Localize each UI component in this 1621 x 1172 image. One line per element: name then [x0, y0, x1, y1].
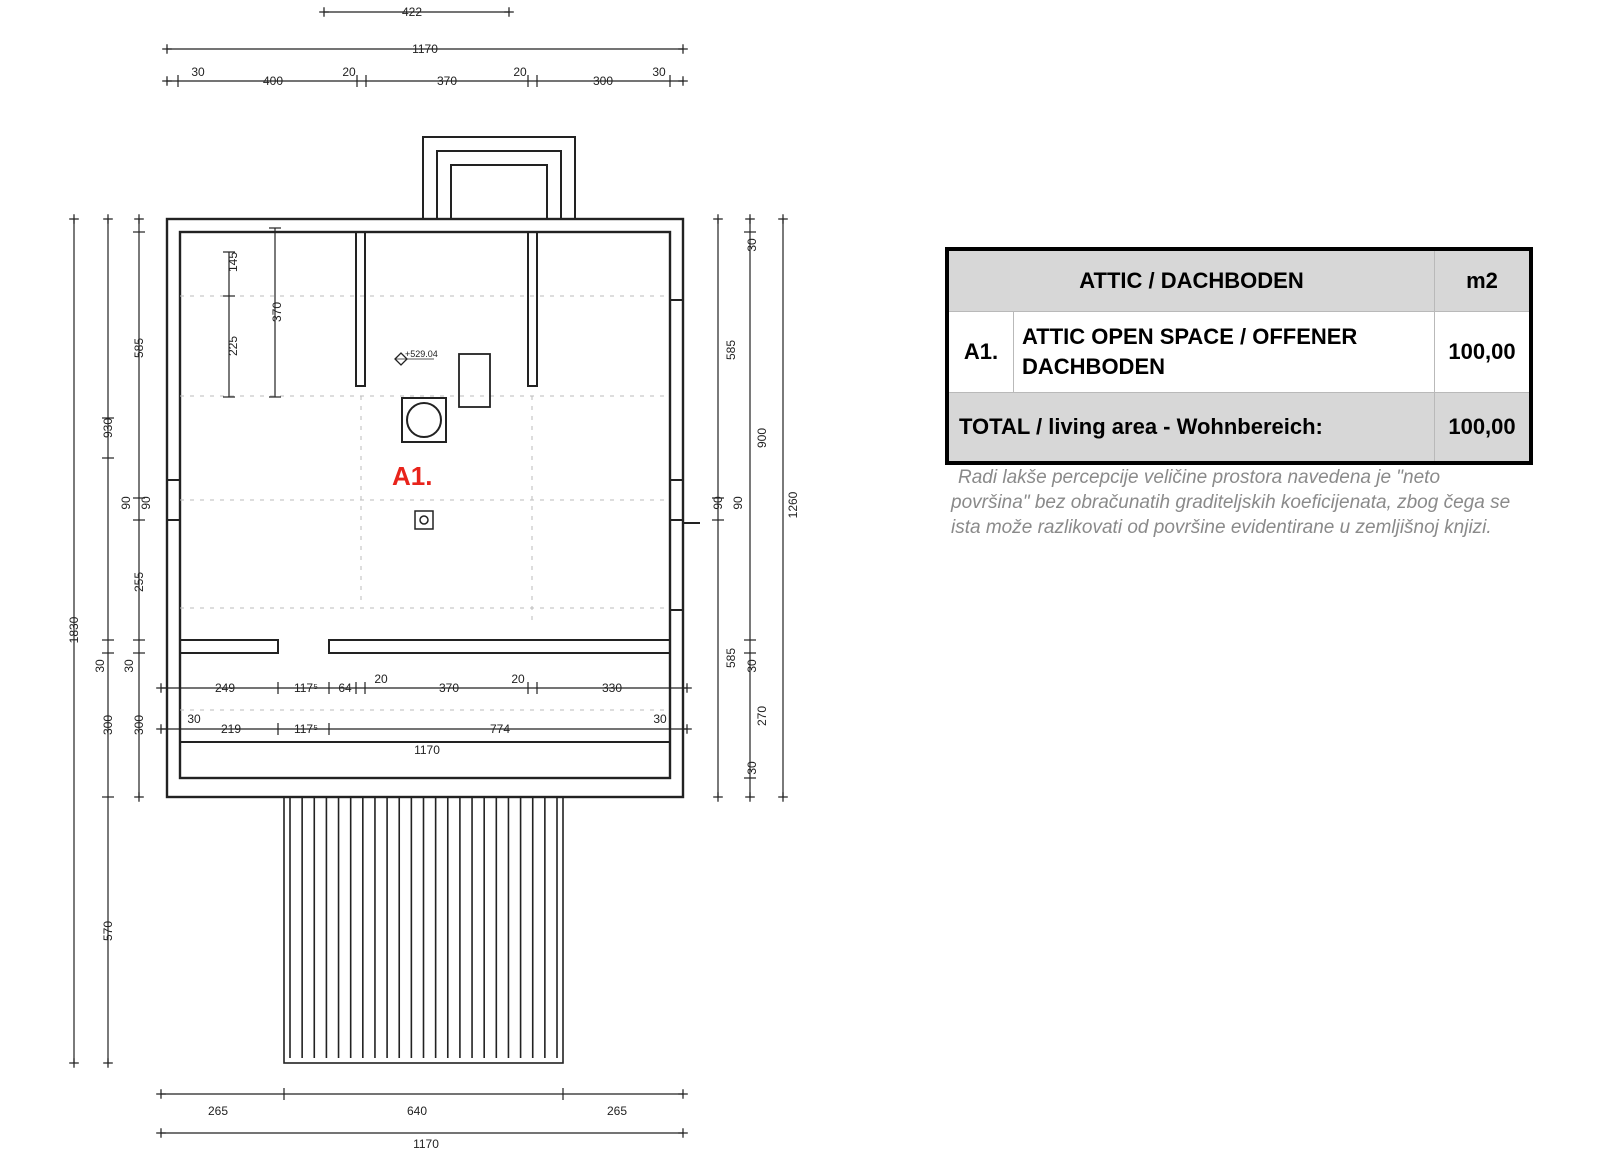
area-table-container: ATTIC / DACHBODEN m2 A1. ATTIC OPEN SPAC…: [945, 247, 1533, 465]
dim-bottom-overall: 1170: [413, 1137, 439, 1151]
dim-left-outer: 30: [93, 659, 107, 673]
dim-interior-row2: 30: [187, 712, 201, 726]
dim-left-outer: 930: [101, 418, 115, 438]
dim-left-outer: 570: [101, 921, 115, 941]
dimension-lines: [69, 7, 788, 1138]
area-table: ATTIC / DACHBODEN m2 A1. ATTIC OPEN SPAC…: [945, 247, 1533, 465]
dim-right-inner: 585: [724, 340, 738, 360]
total-row: TOTAL / living area - Wohnbereich: 100,0…: [946, 392, 1532, 464]
stove-symbol: [401, 397, 447, 443]
dim-top-seg: 300: [593, 74, 613, 88]
dim-interior-row2: 117⁵: [294, 722, 318, 736]
dim-room: 145: [226, 252, 240, 272]
area-table-header: ATTIC / DACHBODEN m2: [946, 248, 1532, 312]
dim-right-inner: 270: [755, 706, 769, 726]
dim-left-inner: 90: [139, 496, 153, 510]
dim-right-inner: 585: [724, 648, 738, 668]
dim-room: 370: [270, 302, 284, 322]
dim-top-seg: 20: [513, 65, 527, 79]
dim-interior-row2: 30: [653, 712, 667, 726]
dim-interior-row2: 219: [221, 722, 241, 736]
header-unit: m2: [1434, 248, 1532, 312]
dim-right-inner: 30: [745, 761, 759, 775]
dim-right-inner: 30: [745, 659, 759, 673]
chimney-shaft-symbol: [458, 353, 491, 408]
dim-top-overall: 1170: [412, 42, 438, 56]
dim-top-seg: 30: [652, 65, 666, 79]
chimney-outline: [422, 136, 576, 220]
dim-right-outer: 90: [731, 496, 745, 510]
dim-left-outer: 300: [101, 715, 115, 735]
dim-right-outer: 900: [755, 428, 769, 448]
total-label: TOTAL / living area - Wohnbereich:: [946, 392, 1435, 464]
dim-bottom-seg: 265: [208, 1104, 228, 1118]
dim-left-overall: 1830: [67, 616, 81, 643]
header-title: ATTIC / DACHBODEN: [946, 248, 1435, 312]
dim-chimney-width: 422: [402, 5, 422, 19]
dim-left-inner: 300: [132, 715, 146, 735]
dim-interior-row1: 20: [511, 672, 525, 686]
total-area: 100,00: [1434, 392, 1532, 464]
room-code: A1.: [946, 311, 1014, 393]
dim-left-inner: 30: [122, 659, 136, 673]
dim-right-overall: 1260: [786, 491, 800, 518]
dim-right-inner: 90: [711, 496, 725, 510]
dim-interior-row2: 774: [490, 722, 510, 736]
dim-left-inner: 585: [132, 338, 146, 358]
dim-bottom-seg: 265: [607, 1104, 627, 1118]
dim-left-outer: 255: [132, 572, 146, 592]
dim-interior-overall: 1170: [414, 743, 440, 757]
room-label-a1: A1.: [392, 461, 432, 491]
dimension-texts: 422 1170 30 400 20 370 20 300 30 1830 93…: [67, 5, 800, 1151]
outer-wall: [165, 217, 685, 799]
elevation-marker: +529.04: [394, 349, 438, 366]
table-row: A1. ATTIC OPEN SPACE / OFFENER DACHBODEN…: [946, 311, 1532, 393]
dim-right-inner: 30: [745, 238, 759, 252]
dim-interior-row1: 330: [602, 681, 622, 695]
dim-interior-row1: 64: [338, 681, 352, 695]
guide-lines: [180, 295, 670, 711]
dim-interior-row1: 370: [439, 681, 459, 695]
dim-room: 225: [226, 336, 240, 356]
dim-top-seg: 370: [437, 74, 457, 88]
dim-interior-row1: 117⁵: [294, 681, 318, 695]
interior-walls: [167, 232, 700, 743]
dimension-ticks: [102, 75, 756, 1100]
footnote: Radi lakše percepcije veličine prostora …: [951, 467, 1511, 538]
dim-left-outer: 90: [119, 496, 133, 510]
elevation-text: +529.04: [405, 349, 438, 359]
dim-top-seg: 400: [263, 74, 283, 88]
dim-bottom-seg: 640: [407, 1104, 427, 1118]
terrace-deck: [283, 796, 564, 1064]
dim-interior-row1: 20: [374, 672, 388, 686]
dim-interior-row1: 249: [215, 681, 235, 695]
room-area: 100,00: [1434, 311, 1532, 393]
vent-symbol: [414, 510, 434, 530]
attic-floor-plan: +529.04 A1.: [67, 5, 800, 1151]
dim-top-seg: 20: [342, 65, 356, 79]
room-name: ATTIC OPEN SPACE / OFFENER DACHBODEN: [1013, 311, 1435, 393]
dim-top-seg: 30: [191, 65, 205, 79]
